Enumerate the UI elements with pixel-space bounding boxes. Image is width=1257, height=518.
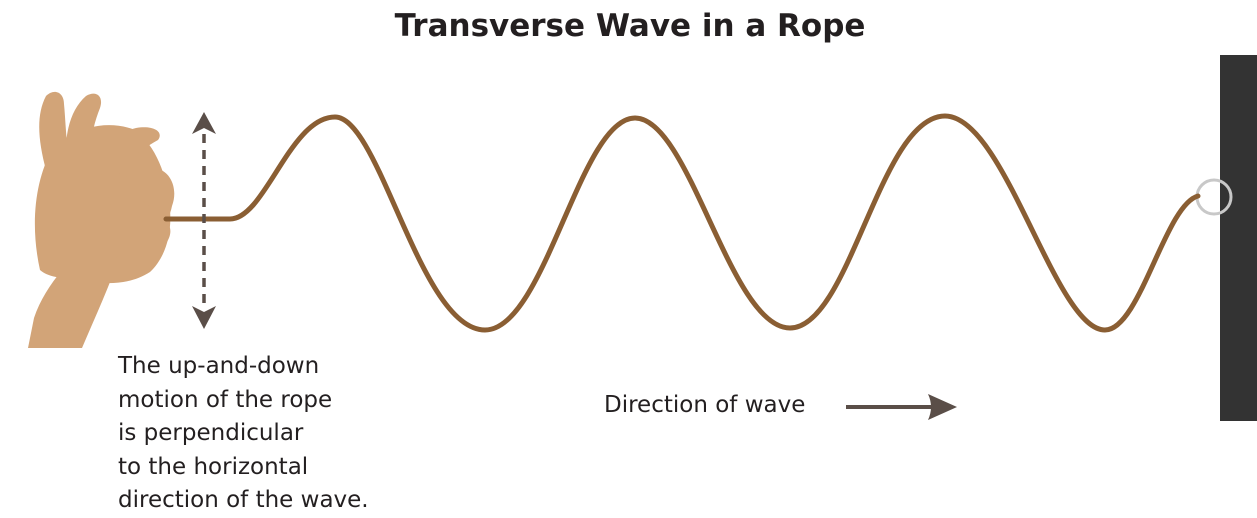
caption: The up-and-down motion of the rope is pe… bbox=[118, 350, 438, 518]
caption-line: direction of the wave. bbox=[118, 484, 438, 518]
caption-line: motion of the rope bbox=[118, 384, 438, 418]
hand-icon bbox=[28, 92, 174, 348]
caption-line: The up-and-down bbox=[118, 350, 438, 384]
right-arrow-icon bbox=[846, 394, 957, 420]
rope bbox=[166, 116, 1198, 330]
direction-label: Direction of wave bbox=[604, 392, 805, 418]
caption-line: to the horizontal bbox=[118, 451, 438, 485]
wall bbox=[1220, 55, 1257, 421]
caption-line: is perpendicular bbox=[118, 417, 438, 451]
